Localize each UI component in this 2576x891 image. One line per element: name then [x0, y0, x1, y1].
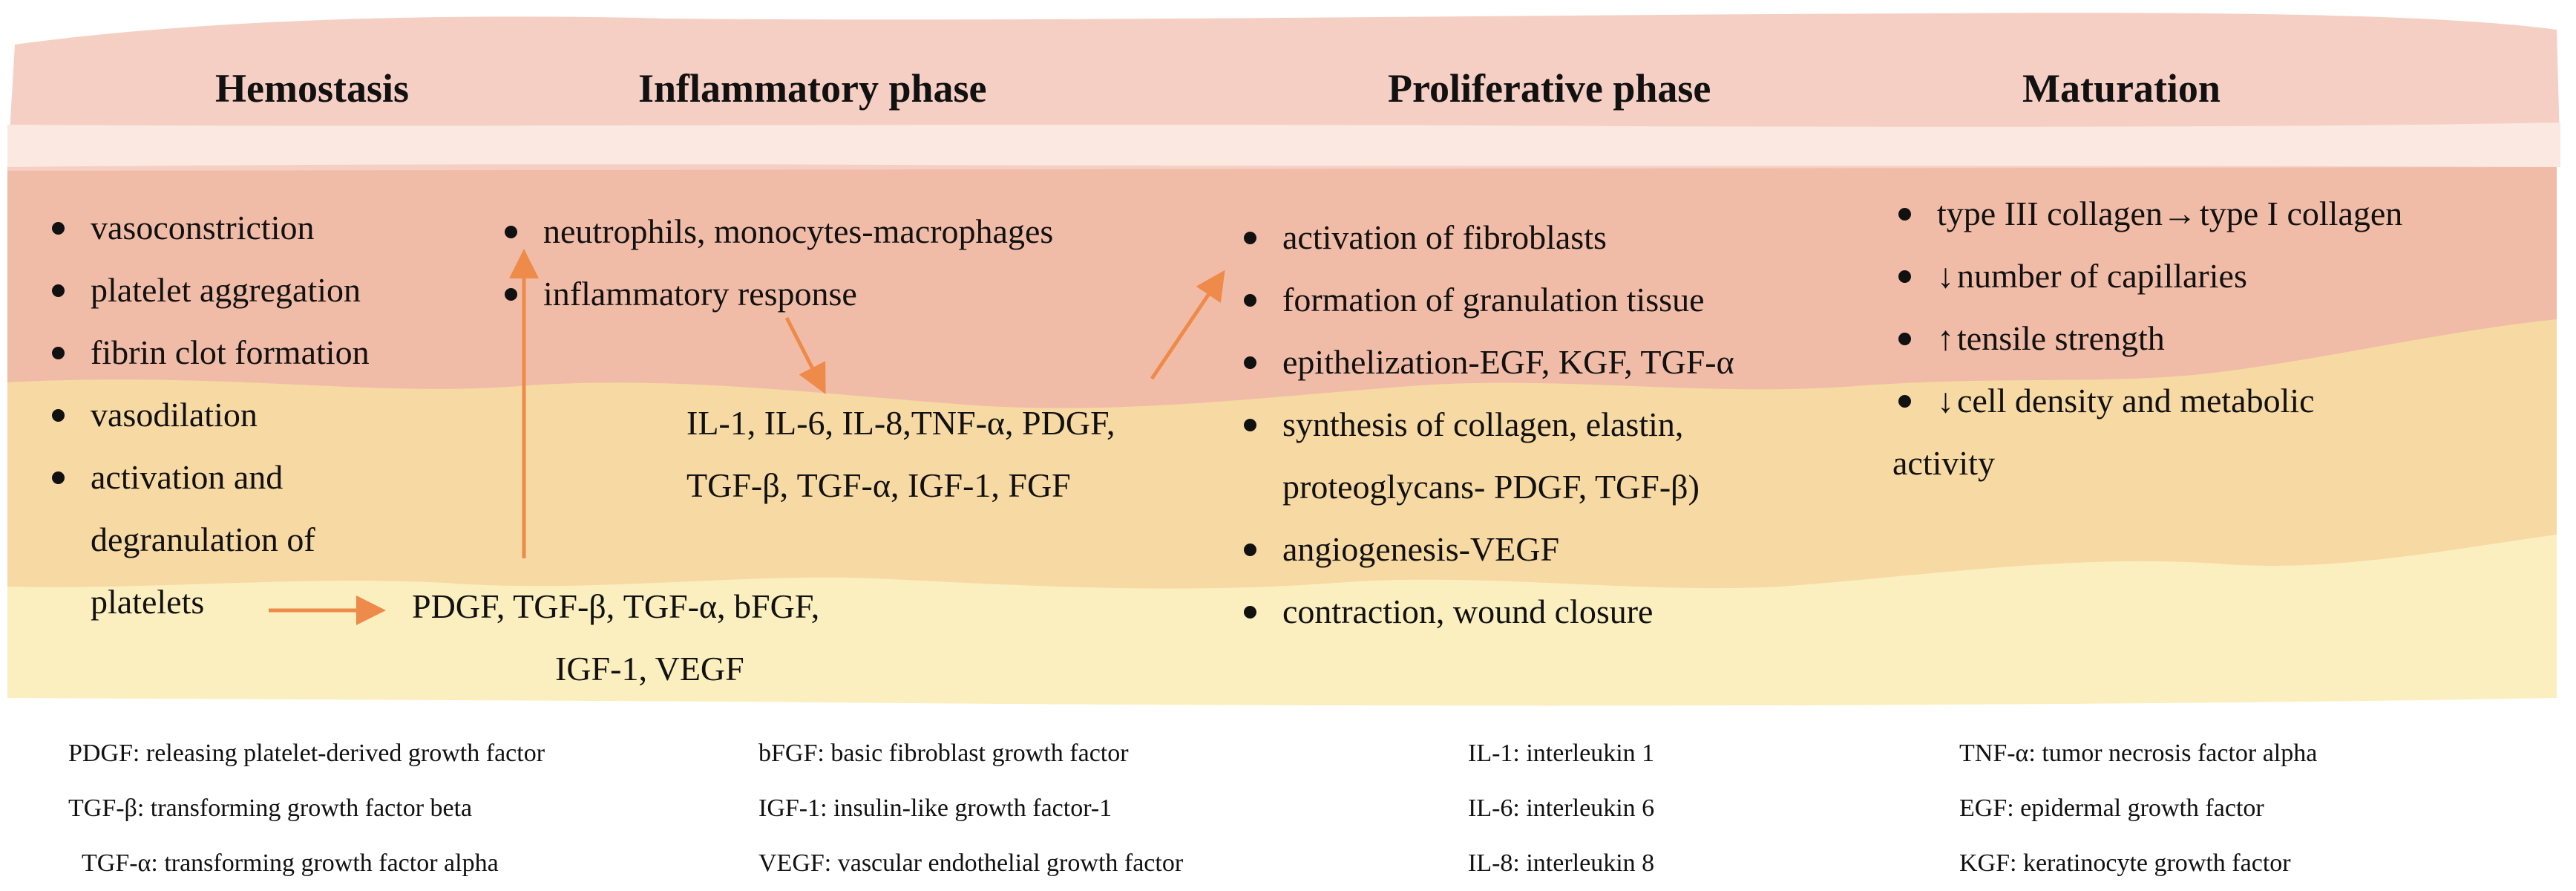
item-text: neutrophils, monocytes-macrophages — [543, 212, 1054, 250]
item-text: type I collagen — [2199, 195, 2403, 232]
legend-entry: IL-8: interleukin 8 — [1468, 849, 1655, 877]
bullet-icon — [52, 284, 65, 297]
item-text: formation of granulation tissue — [1282, 281, 1705, 319]
item-text: fibrin clot formation — [91, 333, 370, 371]
item-text: activation of fibroblasts — [1282, 218, 1607, 256]
phase-title-maturation: Maturation — [2022, 66, 2221, 111]
list-item: type III collagen→type I collagen — [1892, 183, 2402, 245]
legend-entry: IGF-1: insulin-like growth factor-1 — [758, 794, 1112, 822]
phase-title-proliferative: Proliferative phase — [1388, 66, 1711, 111]
arrow-down-icon: ↓ — [1937, 382, 1954, 420]
list-item: activation of fibroblasts — [1238, 206, 1734, 269]
list-item: formation of granulation tissue — [1238, 269, 1734, 331]
legend-entry: KGF: keratinocyte growth factor — [1959, 849, 2291, 877]
inflammatory-list: neutrophils, monocytes-macrophages infla… — [499, 200, 1053, 325]
bullet-icon — [505, 288, 517, 301]
list-item: platelet aggregation — [46, 259, 370, 322]
item-text: contraction, wound closure — [1282, 593, 1654, 630]
bullet-icon — [505, 226, 517, 238]
inflammatory-factors: IL-1, IL-6, IL-8,TNF-α, PDGF, TGF-β, TGF… — [686, 392, 1115, 517]
item-text: activation and — [91, 458, 284, 496]
bullet-icon — [1244, 606, 1256, 619]
proliferative-list: activation of fibroblasts formation of g… — [1238, 206, 1734, 643]
factors-line: IGF-1, VEGF — [555, 650, 744, 688]
legend-column-1: PDGF: releasing platelet-derived growth … — [68, 726, 545, 891]
arrow-right-icon: → — [2162, 195, 2197, 232]
hemostasis-list: vasoconstriction platelet aggregation fi… — [46, 197, 370, 633]
bullet-icon — [1898, 333, 1911, 345]
legend-column-2: bFGF: basic fibroblast growth factor IGF… — [758, 726, 1183, 891]
legend-entry: TGF-β: transforming growth factor beta — [68, 794, 473, 822]
legend-entry: IL-1: interleukin 1 — [1468, 740, 1655, 767]
bullet-icon — [1244, 356, 1256, 369]
factors-line: TGF-β, TGF-α, IGF-1, FGF — [686, 466, 1071, 504]
bullet-icon — [1244, 232, 1256, 244]
bullet-icon — [52, 222, 65, 235]
arrow-up-icon: ↑ — [1937, 319, 1954, 357]
list-item: neutrophils, monocytes-macrophages — [499, 200, 1053, 263]
list-item: activation and degranulation of platelet… — [46, 446, 370, 633]
bullet-icon — [1244, 419, 1256, 431]
list-item: vasodilation — [46, 384, 370, 446]
bullet-icon — [52, 409, 65, 422]
list-item: inflammatory response — [499, 263, 1053, 325]
item-text-continued: platelets — [91, 583, 205, 621]
factors-line: IL-1, IL-6, IL-8,TNF-α, PDGF, — [686, 404, 1115, 442]
list-item: fibrin clot formation — [46, 322, 370, 384]
item-text: platelet aggregation — [91, 271, 361, 309]
bullet-icon — [1898, 395, 1911, 408]
legend-entry: EGF: epidermal growth factor — [1959, 794, 2264, 822]
item-text: number of capillaries — [1957, 257, 2247, 295]
bullet-icon — [1898, 208, 1911, 221]
phase-title-hemostasis: Hemostasis — [215, 66, 409, 111]
item-text: vasodilation — [91, 396, 258, 434]
item-text: vasoconstriction — [91, 209, 315, 247]
item-text: epithelization-EGF, KGF, TGF-α — [1282, 343, 1734, 381]
bullet-icon — [52, 347, 65, 359]
legend-entry: bFGF: basic fibroblast growth factor — [758, 740, 1129, 767]
arrow-down-icon: ↓ — [1937, 257, 1954, 295]
legend-entry: IL-6: interleukin 6 — [1468, 794, 1655, 822]
legend-entry: PDGF: releasing platelet-derived growth … — [68, 740, 545, 767]
bullet-icon — [1244, 544, 1256, 556]
legend-entry: TNF-α: tumor necrosis factor alpha — [1959, 740, 2318, 767]
legend-entry: TGF-α: transforming growth factor alpha — [82, 849, 499, 877]
list-item: ↓cell density and metabolic activity — [1892, 370, 2402, 495]
list-item: synthesis of collagen, elastin, proteogl… — [1238, 394, 1734, 518]
list-item: ↓number of capillaries — [1892, 245, 2402, 307]
item-text: angiogenesis-VEGF — [1282, 530, 1560, 568]
legend-column-4: TNF-α: tumor necrosis factor alpha EGF: … — [1959, 726, 2317, 891]
list-item: ↑tensile strength — [1892, 307, 2402, 370]
item-text: type III collagen — [1937, 195, 2163, 232]
legend-entry: VEGF: vascular endothelial growth factor — [758, 849, 1184, 877]
item-text-continued: proteoglycans- PDGF, TGF-β) — [1282, 468, 1700, 506]
phase-title-inflammatory: Inflammatory phase — [638, 66, 987, 111]
maturation-list: type III collagen→type I collagen ↓numbe… — [1892, 183, 2402, 495]
item-text-continued: degranulation of — [91, 520, 315, 558]
list-item: epithelization-EGF, KGF, TGF-α — [1238, 331, 1734, 394]
list-item: angiogenesis-VEGF — [1238, 518, 1734, 581]
salmon-layer — [7, 134, 2557, 408]
list-item: vasoconstriction — [46, 197, 370, 259]
hemostasis-factors: PDGF, TGF-β, TGF-α, bFGF, IGF-1, VEGF — [412, 575, 819, 700]
item-text: inflammatory response — [543, 275, 857, 313]
factors-line: PDGF, TGF-β, TGF-α, bFGF, — [412, 587, 820, 625]
item-text: tensile strength — [1957, 319, 2165, 357]
light-band — [7, 123, 2560, 167]
bullet-icon — [1898, 270, 1911, 283]
item-text-continued: activity — [1892, 444, 1995, 482]
item-text: cell density and metabolic — [1957, 382, 2315, 420]
item-text: synthesis of collagen, elastin, — [1282, 405, 1684, 443]
bullet-icon — [52, 471, 65, 484]
legend-column-3: IL-1: interleukin 1 IL-6: interleukin 6 … — [1468, 726, 1654, 891]
list-item: contraction, wound closure — [1238, 581, 1734, 643]
bullet-icon — [1244, 294, 1256, 307]
